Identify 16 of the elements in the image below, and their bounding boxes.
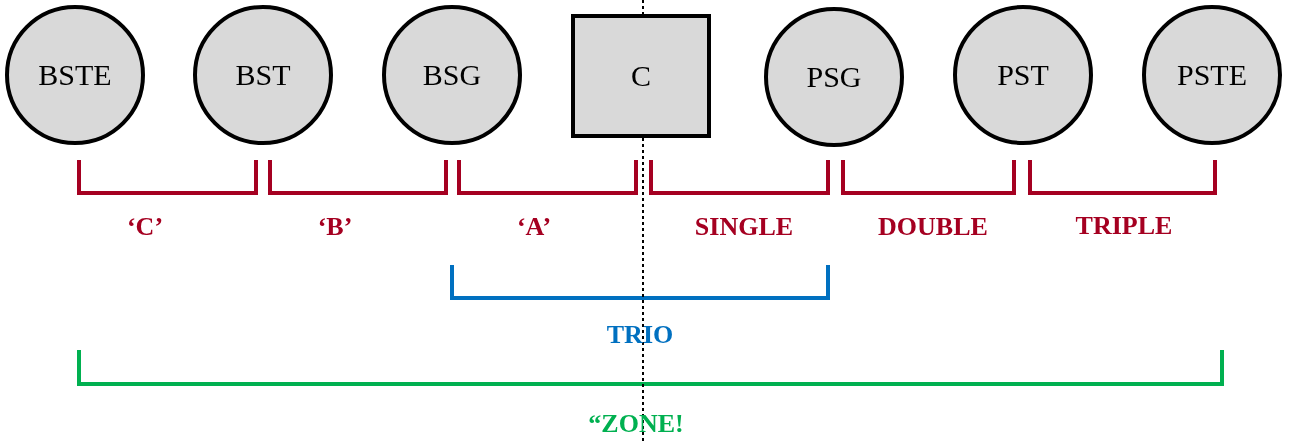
node-label: BSG: [422, 58, 482, 92]
bracket-label: “ZONE!: [588, 411, 684, 437]
square-node: [571, 14, 711, 138]
node-label: C: [631, 59, 651, 93]
node-label: BSTE: [38, 58, 112, 92]
bracket-label: TRIO: [606, 322, 674, 348]
bracket-label: ‘B’: [317, 214, 353, 240]
bracket-label: ‘C’: [126, 214, 164, 240]
bracket-label: DOUBLE: [878, 214, 988, 240]
node-label: PST: [997, 58, 1049, 92]
node-label: BST: [235, 58, 291, 92]
node-label: PSTE: [1177, 58, 1247, 92]
bracket-label: TRIPLE: [1075, 213, 1173, 239]
node-label: PSG: [806, 60, 862, 94]
bracket-label: ‘A’: [516, 214, 552, 240]
bracket-label: SINGLE: [694, 214, 794, 240]
